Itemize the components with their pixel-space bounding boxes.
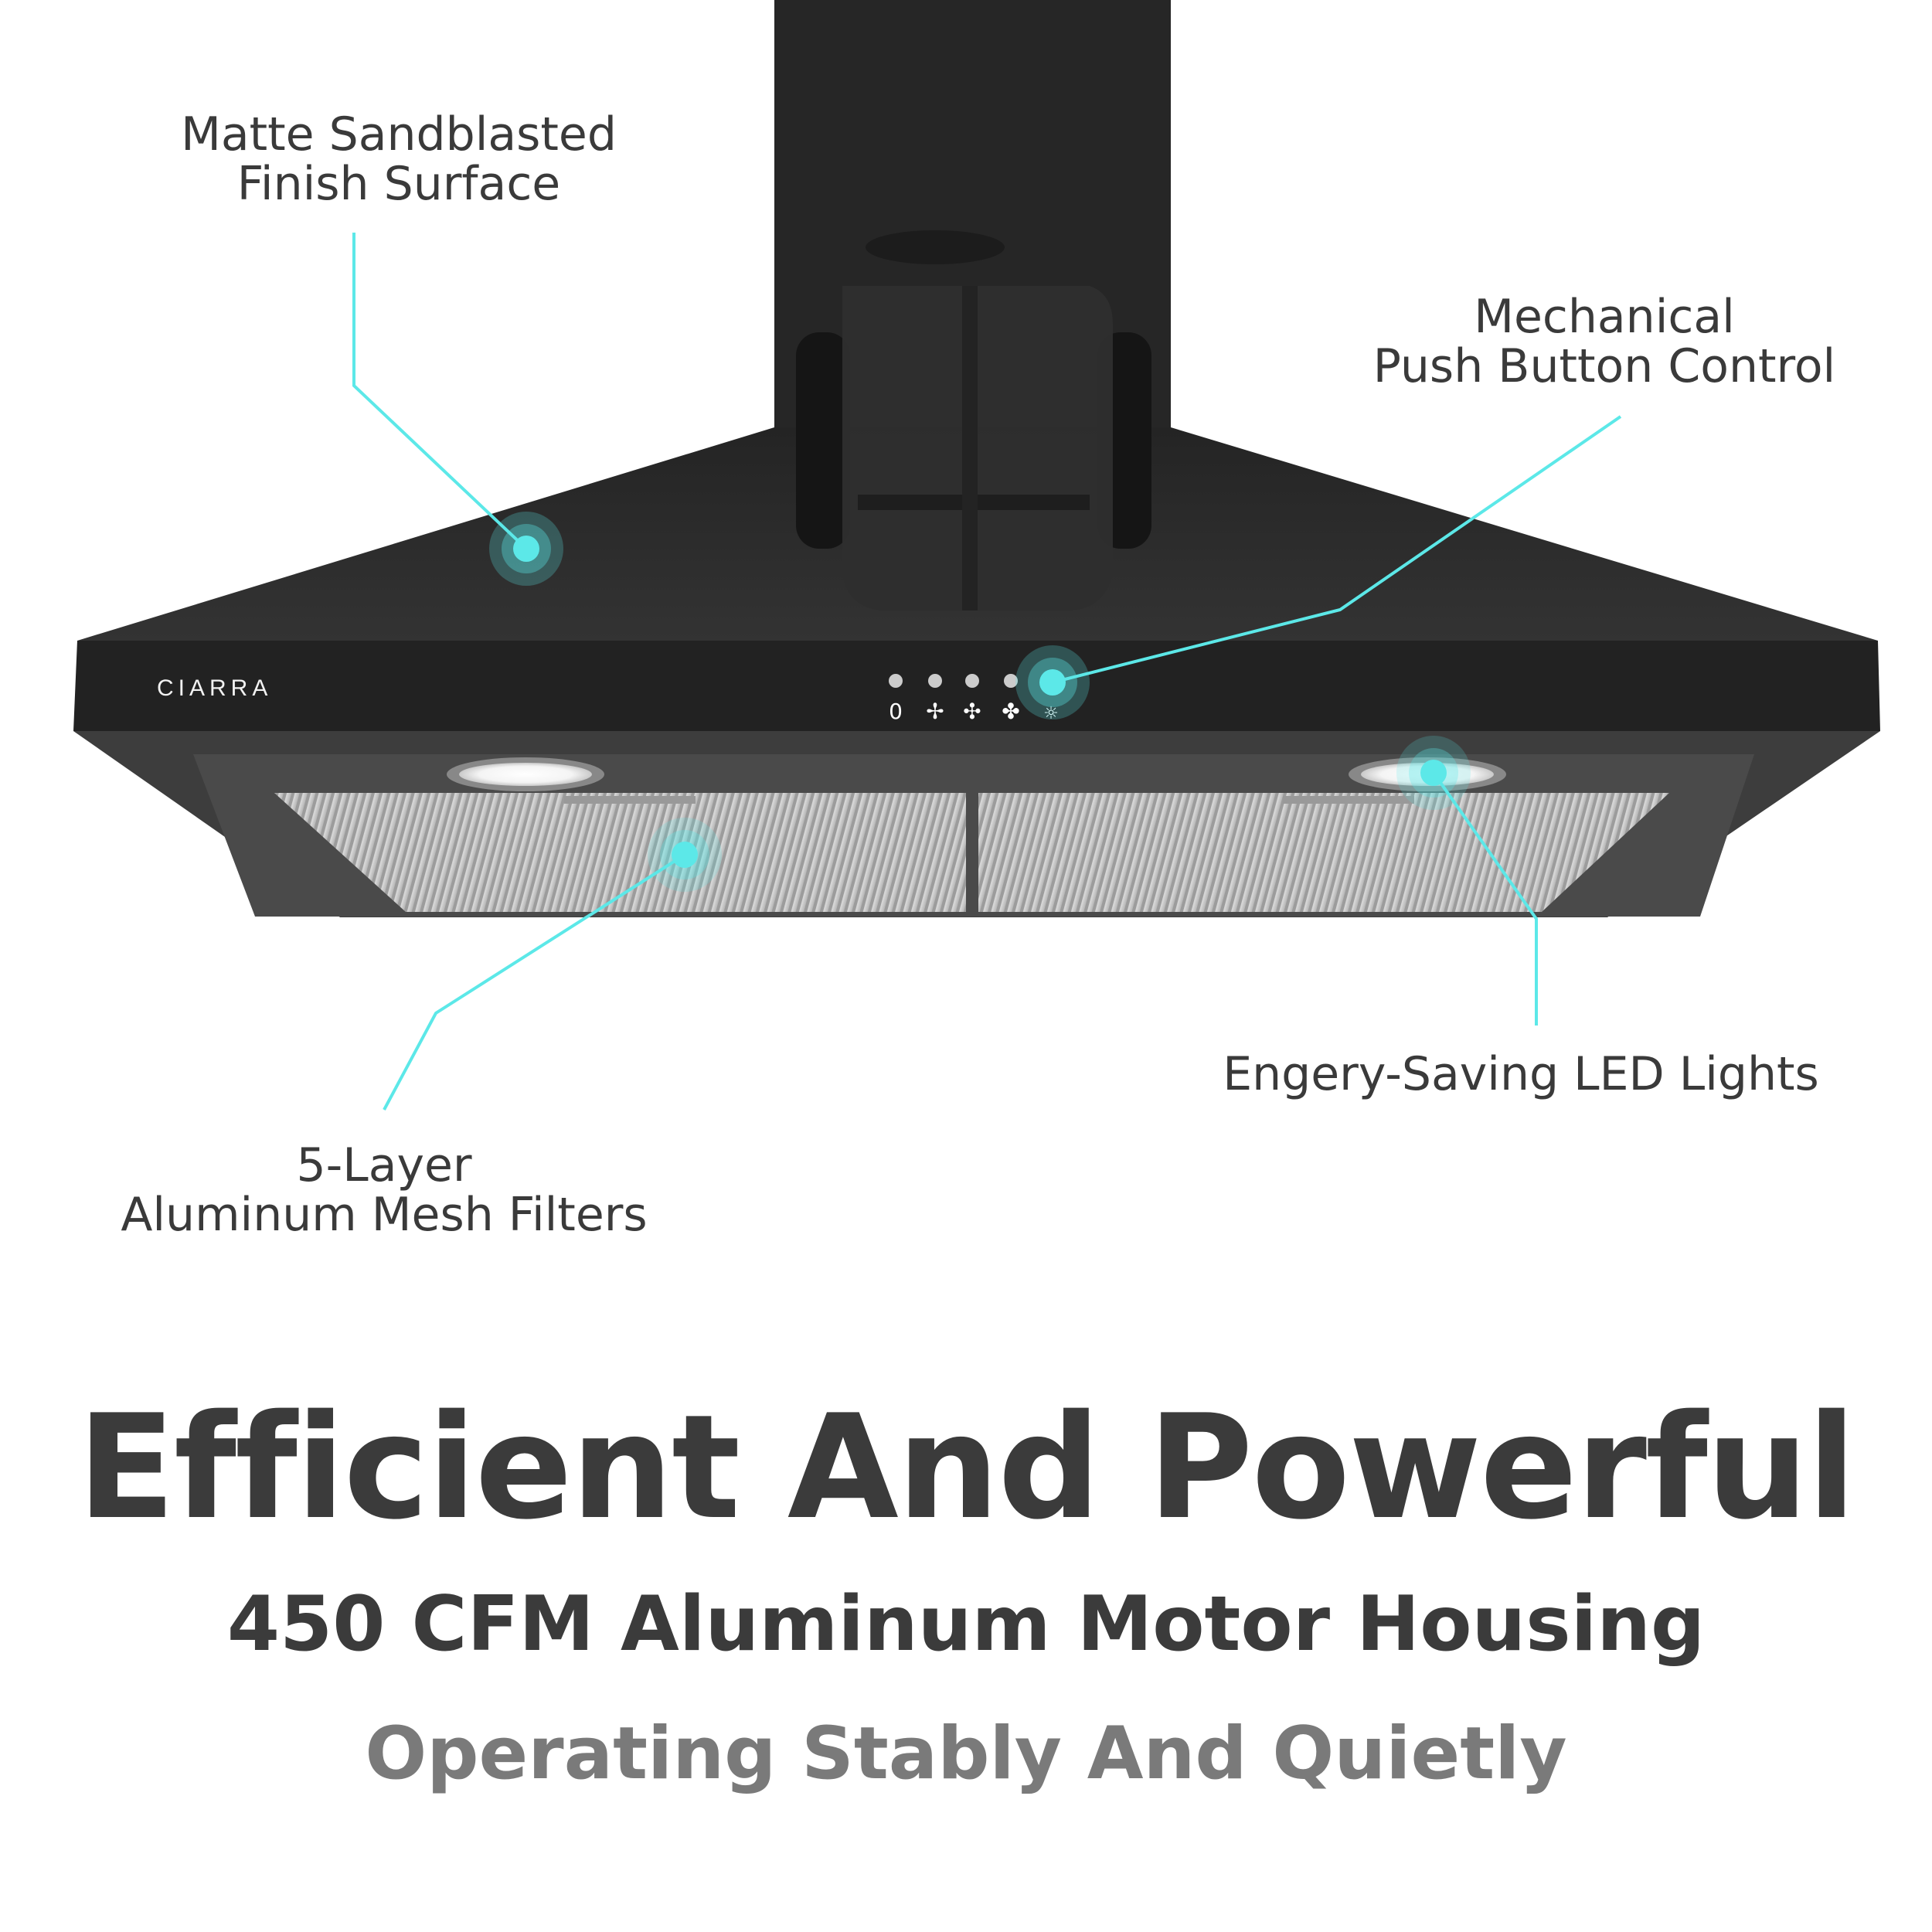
callout-marker-control [1015,645,1090,719]
motor-housing [796,230,1151,611]
callout-filters-line2: Aluminum Mesh Filters [121,1188,648,1242]
callout-control: Mechanical Push Button Control [1373,292,1835,391]
power-off-icon: 0 [889,699,903,724]
button-fan-high[interactable] [1004,674,1018,688]
fan-low-icon: ✢ [926,699,944,724]
brand-logo: CIARRA [157,675,272,701]
button-fan-low[interactable] [928,674,942,688]
callout-led-line1: Engery-Saving LED Lights [1223,1047,1819,1101]
callout-control-line2: Push Button Control [1372,339,1836,393]
callout-finish: Matte Sandblasted Finish Surface [181,110,617,209]
mesh-filter-right [978,793,1669,912]
callout-marker-led [1396,736,1471,810]
callout-marker-filters [648,818,722,892]
callout-lines [352,233,1622,1111]
callout-marker-finish [489,512,563,586]
push-buttons: 0 ✢ ✣ ✤ ☼ [889,674,1059,724]
button-fan-medium[interactable] [965,674,979,688]
callout-filters-line1: 5-Layer [296,1138,472,1192]
callout-control-line1: Mechanical [1474,290,1735,344]
mesh-filter-left [274,793,966,912]
headline-tagline: Operating Stably And Quietly [365,1712,1567,1796]
callout-markers [489,512,1471,892]
fan-high-icon: ✤ [1002,699,1019,724]
callout-finish-line1: Matte Sandblasted [181,107,617,162]
headline-subtitle: 450 CFM Aluminum Motor Housing [226,1580,1706,1668]
light-bulb-icon: ☼ [1043,704,1059,723]
callout-filters: 5-Layer Aluminum Mesh Filters [121,1141,647,1240]
callout-finish-line2: Finish Surface [236,157,561,211]
callout-led: Engery-Saving LED Lights [1223,1049,1819,1099]
headline-title: Efficient And Powerful [77,1383,1856,1551]
button-off[interactable] [889,674,903,688]
fan-medium-icon: ✣ [963,699,981,724]
